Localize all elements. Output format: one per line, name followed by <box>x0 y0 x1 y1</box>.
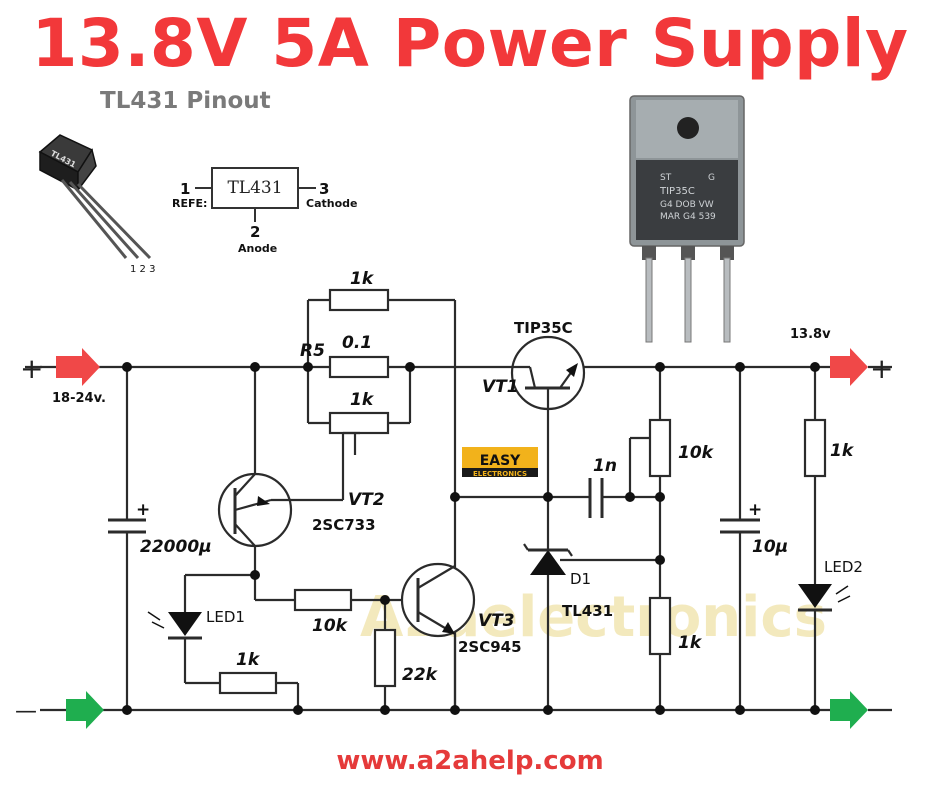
tl431-pinout-block: TL431 1 REFE: 3 Cathode 2 Anode <box>172 167 357 255</box>
vt3-base-network <box>253 575 418 710</box>
capacitor-1n-label: 1n <box>593 456 617 476</box>
pinout-heading: TL431 Pinout <box>100 88 271 114</box>
photo-marking-2: G4 DOB VW <box>660 200 714 210</box>
input-voltage-label: 18-24v. <box>52 391 106 406</box>
pot-10k-label: 10k <box>678 443 715 463</box>
vt2-transistor <box>217 367 345 575</box>
vt1-name: VT1 <box>482 377 519 397</box>
output-minus-arrow-icon <box>830 691 868 729</box>
photo-marking-3: MAR G4 539 <box>660 212 716 222</box>
vt3-part: 2SC945 <box>458 638 522 656</box>
pin1-number: 1 <box>180 180 190 198</box>
output-voltage-label: 13.8v <box>790 327 831 342</box>
output-capacitor-label: 10µ <box>752 537 788 557</box>
r5-value: 0.1 <box>342 333 372 353</box>
badge-top-text: EASY <box>480 453 521 469</box>
output-capacitor-plus: + <box>748 500 762 520</box>
r-22k-label: 22k <box>402 665 439 685</box>
r-1k-led1-label: 1k <box>236 650 261 670</box>
easy-electronics-badge: EASY ELECTRONICS <box>462 447 538 478</box>
input-capacitor-plus: + <box>136 500 150 520</box>
led2-label: LED2 <box>824 558 863 576</box>
input-plus-arrow-icon <box>56 348 100 386</box>
vt2-part: 2SC733 <box>312 516 376 534</box>
pot-1k-label: 1k <box>350 390 375 410</box>
voltage-divider <box>628 367 672 710</box>
tip35c-photo: ST G TIP35C G4 DOB VW MAR G4 539 <box>629 95 745 343</box>
photo-suffix: G <box>708 173 715 183</box>
input-minus-arrow-icon <box>66 691 104 729</box>
r-1k-led2-label: 1k <box>830 441 855 461</box>
d1-tl431 <box>523 543 660 710</box>
vt2-name: VT2 <box>348 490 385 510</box>
package-pin-numbers: 1 2 3 <box>130 264 155 275</box>
rails <box>25 365 892 712</box>
page-title: 13.8V 5A Power Supply <box>31 5 909 82</box>
led1-branch <box>147 573 300 710</box>
vt1-part: TIP35C <box>514 319 573 337</box>
pin2-number: 2 <box>250 223 260 241</box>
input-minus-terminal: — <box>15 699 37 724</box>
pin1-name: REFE: <box>172 197 207 210</box>
vt3-transistor <box>400 562 476 710</box>
tl431-package-drawing: TL431 1 2 3 <box>38 134 155 275</box>
d1-name: D1 <box>570 570 591 588</box>
vt1-transistor <box>500 335 586 550</box>
pinout-chip-label: TL431 <box>227 178 282 198</box>
pin3-name: Cathode <box>306 197 357 210</box>
r-top-label: 1k <box>350 269 375 289</box>
input-plus-terminal: + <box>20 352 43 385</box>
footer-url[interactable]: www.a2ahelp.com <box>336 746 604 776</box>
input-capacitor <box>108 367 146 710</box>
photo-logo: ST <box>660 173 672 183</box>
pin2-name: Anode <box>238 242 277 255</box>
output-plus-arrow-icon <box>830 348 868 386</box>
r5-name: R5 <box>300 341 325 361</box>
photo-marking-1: TIP35C <box>659 186 695 197</box>
led2-branch <box>798 367 851 710</box>
led1-label: LED1 <box>206 608 245 626</box>
r-1k-lower-label: 1k <box>678 633 703 653</box>
junction-dots <box>122 362 820 715</box>
output-plus-terminal: + <box>870 352 893 385</box>
vt3-name: VT3 <box>478 611 515 631</box>
pin3-number: 3 <box>319 180 329 198</box>
output-capacitor <box>720 367 760 710</box>
r-10k-mid-label: 10k <box>312 616 349 636</box>
d1-part: TL431 <box>562 602 613 620</box>
r5-network <box>306 288 457 710</box>
input-capacitor-label: 22000µ <box>140 537 212 557</box>
badge-bottom-text: ELECTRONICS <box>473 470 527 478</box>
